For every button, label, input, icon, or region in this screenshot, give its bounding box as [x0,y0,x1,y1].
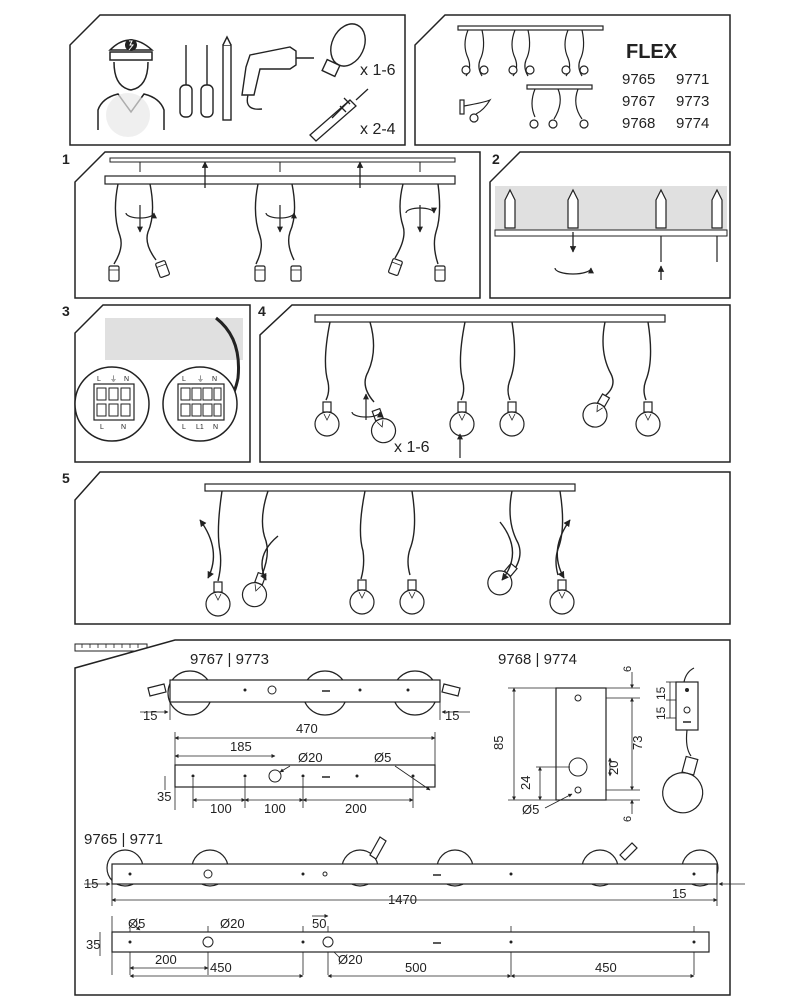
bulb-quantity: x 1-6 [360,62,396,79]
step-1-panel: 1 [62,151,481,299]
svg-text:85: 85 [491,736,506,750]
svg-text:9765: 9765 [622,71,655,88]
screwdriver-icon [179,35,232,121]
step-3-panel: 3 L ⏚ N L N L ⏚ N L L1 N [62,303,251,463]
product-panel: FLEX 9765 9771 9767 9773 9768 9774 [414,14,731,146]
step-5-panel: 5 [62,470,731,625]
svg-text:⏚: ⏚ [110,375,117,383]
svg-text:100: 100 [210,801,232,816]
tools-panel: x 1-6 x 2-4 [69,14,406,146]
svg-text:15: 15 [84,876,98,891]
svg-text:24: 24 [518,776,533,790]
step-number: 4 [258,303,266,319]
svg-text:1470: 1470 [388,892,417,907]
svg-text:73: 73 [630,736,645,750]
svg-text:Ø5: Ø5 [128,916,145,931]
svg-text:20: 20 [606,761,621,775]
svg-text:L1: L1 [196,424,204,431]
step-number: 3 [62,303,70,319]
svg-text:6: 6 [622,666,634,672]
svg-text:15: 15 [672,886,686,901]
side-lamp-view: 15 15 [654,667,704,814]
svg-text:185: 185 [230,739,252,754]
plug-quantity: x 2-4 [360,121,396,138]
electrician-icon [97,39,165,137]
svg-text:200: 200 [155,952,177,967]
step-2-panel: 2 [489,151,731,299]
brand-title: FLEX [626,41,678,63]
terminal-block-left: L ⏚ N L N [74,366,150,442]
svg-text:L: L [182,424,186,431]
model-label-9767: 9767 | 9773 [190,651,269,668]
svg-text:Ø20: Ø20 [298,750,323,765]
svg-text:100: 100 [264,801,286,816]
svg-text:6: 6 [622,816,634,822]
bulb-install-quantity: x 1-6 [394,439,430,456]
svg-text:470: 470 [296,721,318,736]
step-number: 2 [492,151,500,167]
svg-text:Ø5: Ø5 [374,750,391,765]
svg-text:15: 15 [654,686,668,700]
dimensions-section: 9767 | 9773 15 15 470 185 Ø20 Ø5 [74,639,745,996]
svg-text:15: 15 [654,706,668,720]
svg-text:35: 35 [157,789,171,804]
svg-text:9774: 9774 [676,115,709,132]
model-list: 9765 9771 9767 9773 9768 9774 [622,71,709,132]
svg-text:⏚: ⏚ [197,375,204,383]
svg-text:450: 450 [210,960,232,975]
svg-text:L: L [97,376,101,383]
svg-text:35: 35 [86,937,100,952]
model-label-9765: 9765 | 9771 [84,831,163,848]
step-4-panel: 4 x 1-6 [258,303,731,463]
svg-text:Ø20: Ø20 [338,952,363,967]
svg-text:450: 450 [595,960,617,975]
svg-text:Ø5: Ø5 [522,802,539,817]
svg-text:500: 500 [405,960,427,975]
model-label-9768: 9768 | 9774 [498,651,577,668]
bulb-icon [321,23,366,78]
step-number: 1 [62,151,70,167]
svg-text:N: N [124,376,129,383]
step-number: 5 [62,470,70,486]
terminal-block-right: L ⏚ N L L1 N [162,366,238,442]
svg-text:N: N [212,376,217,383]
svg-text:15: 15 [445,708,459,723]
svg-text:50: 50 [312,916,326,931]
svg-text:L: L [182,376,186,383]
svg-text:9773: 9773 [676,93,709,110]
svg-text:200: 200 [345,801,367,816]
wall-plug-icon [309,88,369,142]
svg-text:9767: 9767 [622,93,655,110]
svg-text:9771: 9771 [676,71,709,88]
svg-text:15: 15 [143,708,157,723]
svg-text:L: L [100,424,104,431]
svg-text:9768: 9768 [622,115,655,132]
svg-text:N: N [121,424,126,431]
svg-text:N: N [213,424,218,431]
svg-text:Ø20: Ø20 [220,916,245,931]
drill-icon [241,46,314,110]
